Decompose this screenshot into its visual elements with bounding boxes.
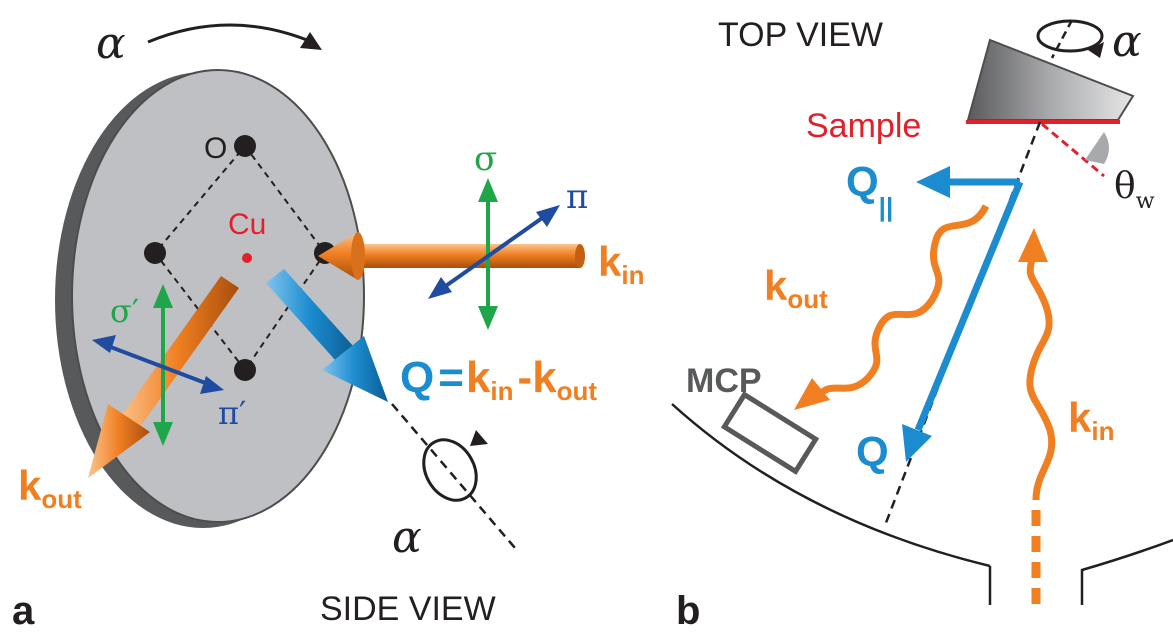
k-out-label-b: kout xyxy=(764,262,828,314)
mcp-label: MCP xyxy=(686,362,762,400)
sigma-label: σ xyxy=(474,139,497,179)
atom-bottom xyxy=(234,359,256,381)
alpha-axis-top xyxy=(1050,19,1074,59)
pi-prime-polarization-arrow xyxy=(92,335,224,394)
atom-top xyxy=(234,135,256,157)
o-label: O xyxy=(204,132,227,165)
mcp-detector xyxy=(720,391,820,475)
q-equation: Q=kin-kout xyxy=(400,353,597,406)
sigma-prime-label: σ′ xyxy=(110,292,139,330)
q-vector-arrow xyxy=(914,180,1024,432)
sample-label: Sample xyxy=(806,107,921,145)
k-in-arrow-3d xyxy=(318,232,585,280)
q-label-b: Q xyxy=(856,428,889,475)
alpha-label-b: α xyxy=(1112,16,1142,67)
q-vector-arrowhead-icon xyxy=(902,424,932,462)
q-arrow-3d xyxy=(266,269,388,402)
theta-w-label: θw xyxy=(1114,166,1155,214)
atom-left xyxy=(144,242,166,264)
k-in-wave-b xyxy=(1026,258,1056,501)
theta-w-wedge xyxy=(1085,132,1109,164)
alpha-arrowhead-icon xyxy=(300,32,322,50)
k-in-label-a: kin xyxy=(598,238,644,290)
alpha-rotation-arrow-icon xyxy=(147,23,313,44)
sample-holder xyxy=(966,38,1135,121)
alpha-label-top: α xyxy=(96,18,126,69)
k-out-wave-b xyxy=(817,204,990,397)
alpha-label-axis: α xyxy=(392,512,422,563)
alpha-rotation-icon-b xyxy=(1036,19,1104,53)
alpha-axis-rotation-icon xyxy=(422,438,478,502)
k-out-label-a: kout xyxy=(18,462,82,514)
chamber-port-right xyxy=(1080,538,1173,605)
k-in-label-b: kin xyxy=(1068,394,1114,446)
panel-b: TOP VIEW b Sample α θw Q|| Q kout MCP xyxy=(671,16,1173,632)
sigma-polarization-arrow xyxy=(478,178,498,330)
side-view-caption: SIDE VIEW xyxy=(320,590,496,628)
k-in-arrowhead-b-icon xyxy=(1018,228,1048,262)
top-view-caption: TOP VIEW xyxy=(718,16,883,54)
alpha-rotation-arrowhead-b-icon xyxy=(1088,42,1104,58)
q-parallel-arrowhead-icon xyxy=(916,166,950,198)
alpha-rotation-axis xyxy=(391,403,516,549)
theta-w-reference-line xyxy=(1041,122,1105,178)
panel-a-letter: a xyxy=(12,589,35,632)
pi-prime-label: π′ xyxy=(218,394,246,432)
chamber-wall xyxy=(671,403,991,568)
k-out-arrow-3d xyxy=(88,276,239,478)
cu-atom xyxy=(242,253,252,263)
k-out-arrowhead-b-icon xyxy=(794,378,830,410)
pi-polarization-arrow xyxy=(428,205,560,299)
panel-a: α O Cu σ π xyxy=(12,18,644,632)
q-parallel-label: Q|| xyxy=(846,158,893,222)
pi-label: π xyxy=(566,177,588,217)
panel-b-letter: b xyxy=(676,589,700,632)
cu-label: Cu xyxy=(228,208,266,241)
alpha-axis-arrowhead-icon xyxy=(470,430,488,446)
